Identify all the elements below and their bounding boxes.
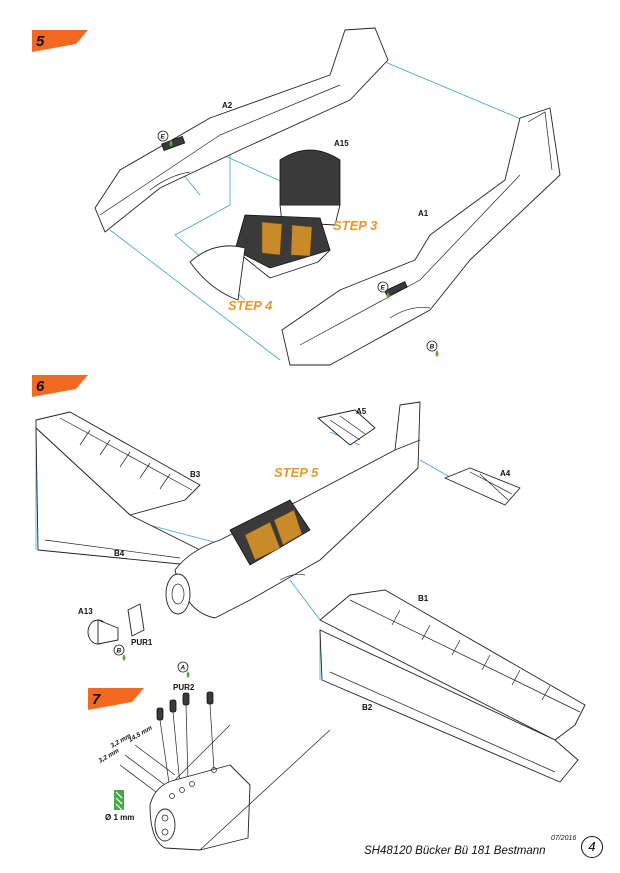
marker-a: A: [177, 661, 190, 678]
step-5-callout: STEP 5: [274, 465, 319, 480]
wing-right-lower-b2: [319, 629, 579, 783]
drill-icon: [114, 790, 124, 811]
step-7-number: 7: [92, 691, 101, 708]
dimension-2: 14,5 mm: [128, 725, 154, 744]
step-6-number: 6: [36, 378, 45, 395]
dimension-3: 3,2 mm: [98, 747, 121, 764]
cockpit-assembled: [229, 499, 311, 566]
nose-section: [149, 724, 331, 851]
step-5-number: 5: [36, 33, 45, 50]
label-a5: A5: [356, 407, 367, 416]
step-4-callout: STEP 4: [228, 298, 273, 313]
svg-text:A: A: [180, 665, 186, 672]
dimension-lines: [119, 744, 176, 796]
label-b1: B1: [418, 594, 429, 603]
label-b3: B3: [190, 470, 201, 479]
svg-text:B: B: [117, 648, 122, 655]
label-b4: B4: [114, 549, 125, 558]
label-b2: B2: [362, 703, 373, 712]
fuselage-assembled: [174, 401, 421, 619]
svg-text:E: E: [161, 134, 166, 141]
windscreen: [189, 245, 246, 301]
stabilizer-a4: [444, 467, 521, 506]
marker-e-right: E: [377, 281, 390, 299]
marker-b-step5: B: [426, 340, 439, 357]
wing-right-upper-b1: [319, 589, 586, 741]
label-a1: A1: [418, 209, 429, 218]
step-6-badge: 6: [32, 375, 88, 397]
label-a4: A4: [500, 469, 511, 478]
svg-text:E: E: [381, 285, 386, 292]
label-pur1: PUR1: [131, 638, 153, 647]
step-3-callout: STEP 3: [333, 218, 378, 233]
label-pur2: PUR2: [173, 683, 195, 692]
cowling-ring: [165, 573, 191, 615]
prop-spinner-a13: [87, 619, 119, 645]
footer-date: 07/2016: [551, 835, 577, 842]
step-5-badge: 5: [32, 30, 88, 52]
page-number: 4: [581, 836, 603, 858]
instrument-panel-a15: [279, 149, 341, 226]
label-a15: A15: [334, 139, 349, 148]
label-a2: A2: [222, 101, 233, 110]
step-7-badge: 7: [88, 688, 144, 710]
prop-part-pur1: [127, 603, 145, 637]
exhaust-pipes-pur2: [156, 691, 215, 791]
marker-b-step6: B: [113, 644, 126, 661]
svg-text:B: B: [430, 344, 435, 351]
marker-e-left: E: [157, 130, 173, 147]
stabilizer-a5: [317, 409, 376, 446]
label-a13: A13: [78, 607, 93, 616]
fuselage-half-a2: [94, 27, 389, 233]
footer-title: SH48120 Bücker Bü 181 Bestmann: [364, 845, 546, 857]
cockpit-tub: [234, 214, 331, 279]
drill-size: Ø 1 mm: [105, 813, 134, 822]
fuselage-half-a1: [281, 107, 561, 366]
